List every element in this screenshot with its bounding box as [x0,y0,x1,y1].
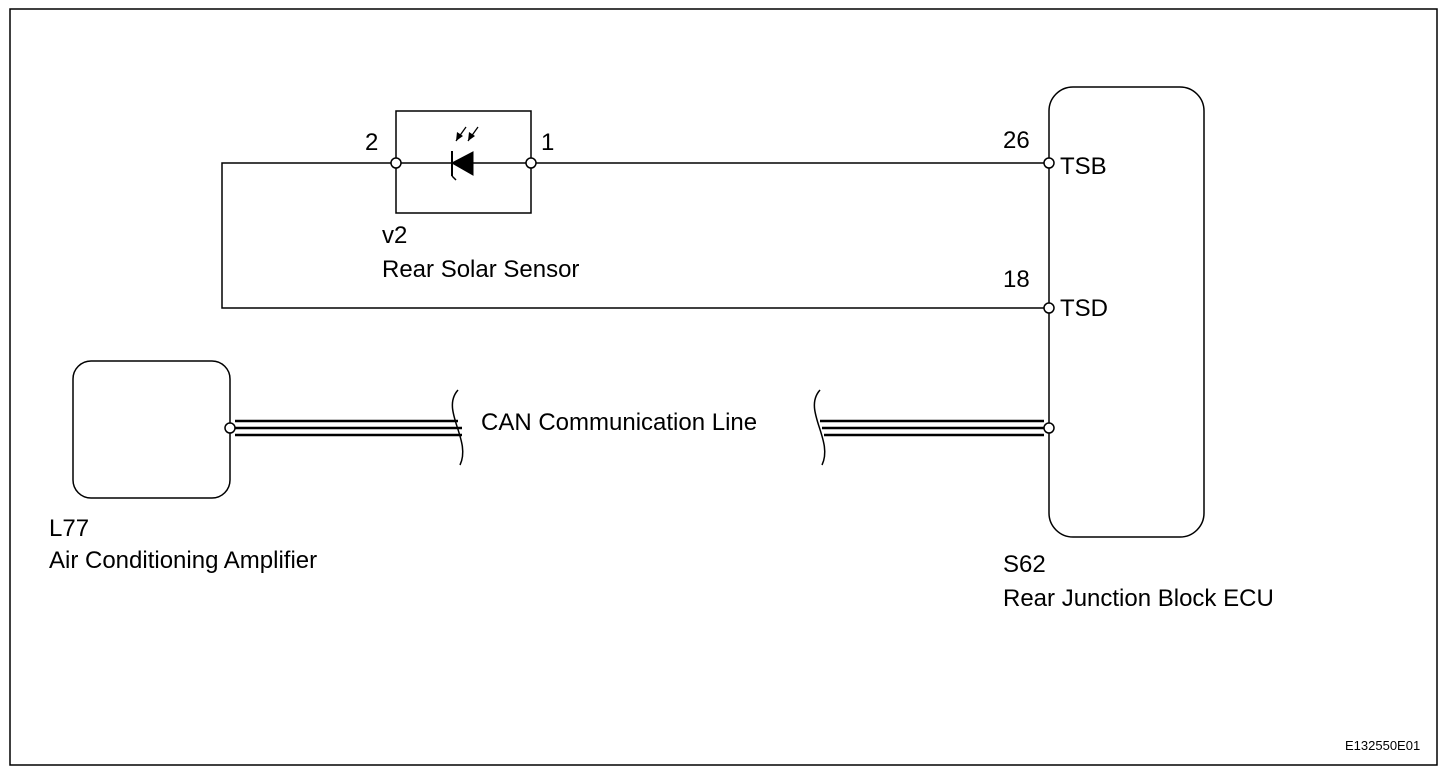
can-line-label: CAN Communication Line [481,409,757,436]
sensor-pin-2 [390,157,402,169]
amplifier-box [72,360,231,499]
ecu-pin-tsb [1043,157,1055,169]
ecu-code: S62 [1003,551,1046,578]
ecu-name: Rear Junction Block ECU [1003,585,1274,612]
can-communication-line: CAN Communication Line [235,389,1044,466]
can-break-left [451,389,464,466]
sensor-pin-1 [525,157,537,169]
figure-id: E132550E01 [1345,738,1420,753]
ecu-pin-tsb-number: 26 [1003,127,1030,154]
sensor-pin-right-label: 1 [541,129,554,156]
sensor-code: v2 [382,222,407,249]
ecu-pin-tsb-name: TSB [1060,153,1107,180]
sensor-name: Rear Solar Sensor [382,256,579,283]
amplifier-code: L77 [49,515,89,542]
amplifier-name: Air Conditioning Amplifier [49,547,317,574]
sensor-pin-left-label: 2 [365,129,378,156]
photodiode-icon [450,126,479,181]
diagram-frame [9,8,1438,766]
ecu-pin-tsd [1043,302,1055,314]
wire-tsd [221,162,1044,309]
ecu-pin-can [1043,422,1055,434]
ecu-pin-tsd-name: TSD [1060,295,1108,322]
ecu-pin-tsd-number: 18 [1003,266,1030,293]
rear-solar-sensor: 2 1 v2 Rear Solar Sensor [365,110,579,283]
rear-junction-block-ecu: 26 TSB 18 TSD S62 Rear Junction Block EC… [1003,86,1274,612]
air-conditioning-amplifier: L77 Air Conditioning Amplifier [49,360,317,574]
can-break-right [813,389,826,466]
amplifier-pin-can [224,422,236,434]
